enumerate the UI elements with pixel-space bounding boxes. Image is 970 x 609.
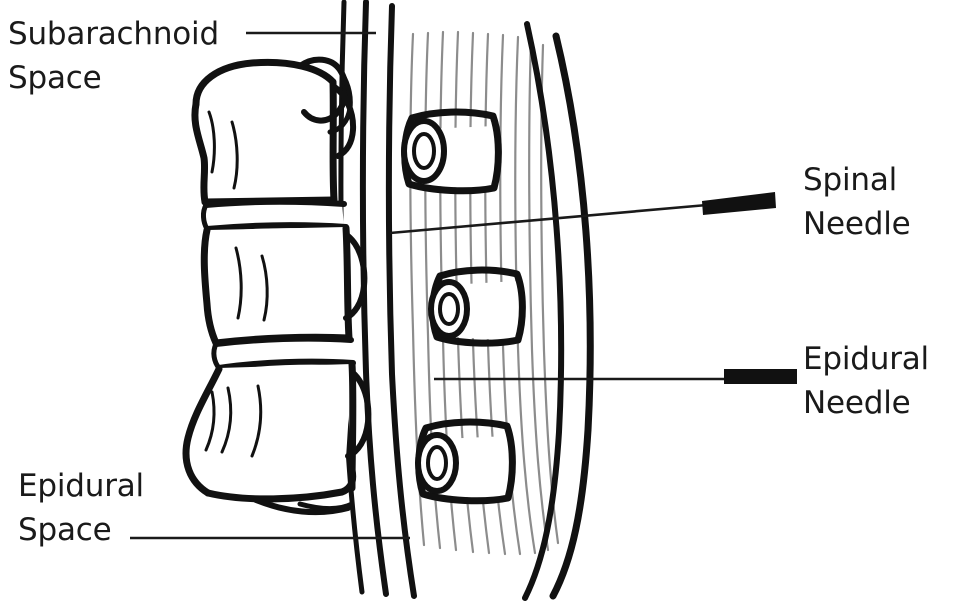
outer-tissue-arcs xyxy=(522,21,594,601)
nerve-root-upper xyxy=(401,108,502,195)
spinal-needle-hub xyxy=(702,192,776,215)
label-spinal-needle-line1: Spinal xyxy=(803,162,898,198)
label-epidural-needle-line2: Needle xyxy=(803,385,911,421)
nerve-root-middle xyxy=(428,266,526,347)
leader-spinal-needle xyxy=(389,203,708,235)
label-epidural-space-line1: Epidural xyxy=(18,468,144,504)
vertebra-upper xyxy=(191,56,357,206)
vertebra-lower xyxy=(182,360,372,516)
label-spinal-needle-line2: Needle xyxy=(803,206,911,242)
vertebra-middle xyxy=(200,224,368,347)
intervertebral-disc-upper xyxy=(201,198,349,232)
intervertebral-disc-lower xyxy=(211,335,356,371)
label-subarachnoid-line2: Space xyxy=(8,60,102,96)
label-subarachnoid-line1: Subarachnoid xyxy=(8,16,219,52)
label-epidural-space-line2: Space xyxy=(18,512,112,548)
nerve-root-lower xyxy=(415,418,516,505)
epidural-needle-hub xyxy=(724,369,797,384)
label-epidural-needle-line1: Epidural xyxy=(803,341,929,377)
